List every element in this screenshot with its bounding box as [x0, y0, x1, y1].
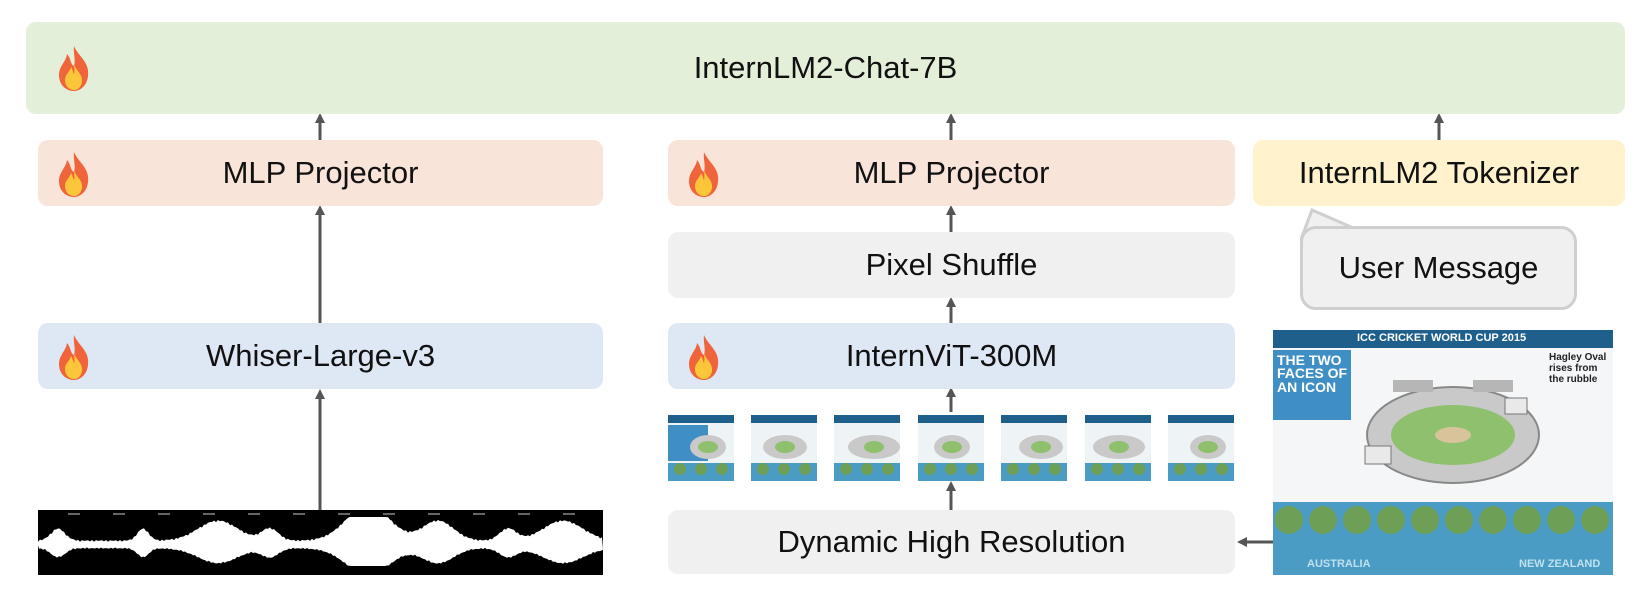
dynamic-high-resolution-box: Dynamic High Resolution: [668, 510, 1235, 574]
image-tile: [918, 415, 984, 481]
waveform-tick: [203, 513, 215, 515]
dynamic-high-resolution-label: Dynamic High Resolution: [777, 524, 1126, 559]
page-banner-text: ICC CRICKET WORLD CUP 2015: [1357, 332, 1527, 344]
image-tile: [1168, 415, 1234, 481]
image-tile: [1085, 415, 1151, 481]
waveform-tick: [158, 513, 170, 515]
pixel-shuffle-box: Pixel Shuffle: [668, 232, 1235, 298]
waveform-tick: [473, 513, 485, 515]
waveform-path: [38, 517, 603, 566]
tokenizer-box: InternLM2 Tokenizer: [1253, 140, 1625, 206]
pixel-shuffle-label: Pixel Shuffle: [865, 247, 1038, 282]
page-headline-panel: [1273, 350, 1351, 420]
image-tile: [1001, 415, 1067, 481]
page-footer-right: NEW ZEALAND: [1519, 558, 1601, 570]
page-banner: [1273, 330, 1613, 348]
image-tile: [668, 415, 734, 481]
vision-projector-box: MLP Projector: [668, 140, 1235, 206]
user-message-bubble: User Message: [1300, 226, 1577, 310]
audio-projector-box: MLP Projector: [38, 140, 603, 206]
user-message-label: User Message: [1338, 250, 1539, 285]
waveform-tick: [248, 513, 260, 515]
tokenizer-label: InternLM2 Tokenizer: [1298, 155, 1580, 190]
audio-projector-label: MLP Projector: [222, 155, 419, 190]
waveform-tick: [113, 513, 125, 515]
waveform-tick: [338, 513, 350, 515]
waveform-tick: [563, 513, 575, 515]
waveform-tick: [383, 513, 395, 515]
input-image: ICC CRICKET WORLD CUP 2015 THE TWO FACES…: [1273, 330, 1613, 575]
whisper-encoder-label: Whiser-Large-v3: [205, 338, 436, 373]
image-tile: [834, 415, 900, 481]
thumbnail-circles: [1275, 506, 1609, 534]
fire-icon: [684, 333, 724, 381]
whisper-encoder-box: Whiser-Large-v3: [38, 323, 603, 389]
llm-box: InternLM2-Chat-7B: [26, 22, 1625, 114]
audio-waveform: [38, 510, 603, 575]
internvit-encoder-box: InternViT-300M: [668, 323, 1235, 389]
waveform-tick: [518, 513, 530, 515]
page-side-title: Hagley Oval rises from the rubble: [1549, 352, 1607, 385]
stadium-illustration: [1364, 380, 1540, 484]
waveform-tick: [68, 513, 80, 515]
waveform-tick: [293, 513, 305, 515]
internvit-encoder-label: InternViT-300M: [845, 338, 1058, 373]
llm-label: InternLM2-Chat-7B: [693, 50, 958, 85]
fire-icon: [54, 150, 94, 198]
waveform-tick: [428, 513, 440, 515]
image-tile: [751, 415, 817, 481]
vision-projector-label: MLP Projector: [853, 155, 1050, 190]
fire-icon: [684, 150, 724, 198]
fire-icon: [54, 44, 94, 92]
page-footer-left: AUSTRALIA: [1307, 558, 1371, 570]
page-headline: THE TWO FACES OF AN ICON: [1277, 352, 1348, 395]
fire-icon: [54, 333, 94, 381]
